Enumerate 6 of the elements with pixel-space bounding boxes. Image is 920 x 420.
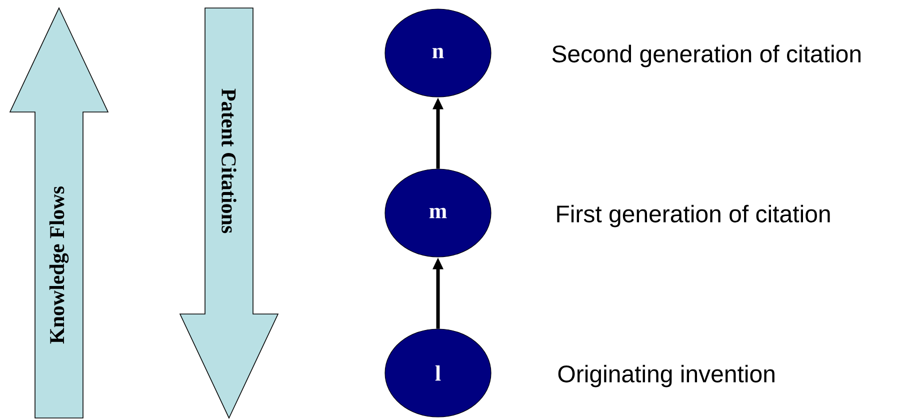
node-caption: Second generation of citation (552, 44, 860, 68)
node-caption: Originating invention (558, 364, 774, 388)
ellipse-node: l (384, 328, 492, 418)
ellipse-node: n (384, 8, 492, 98)
ellipse-node: m (384, 168, 492, 258)
node-caption: First generation of citation (557, 204, 830, 228)
